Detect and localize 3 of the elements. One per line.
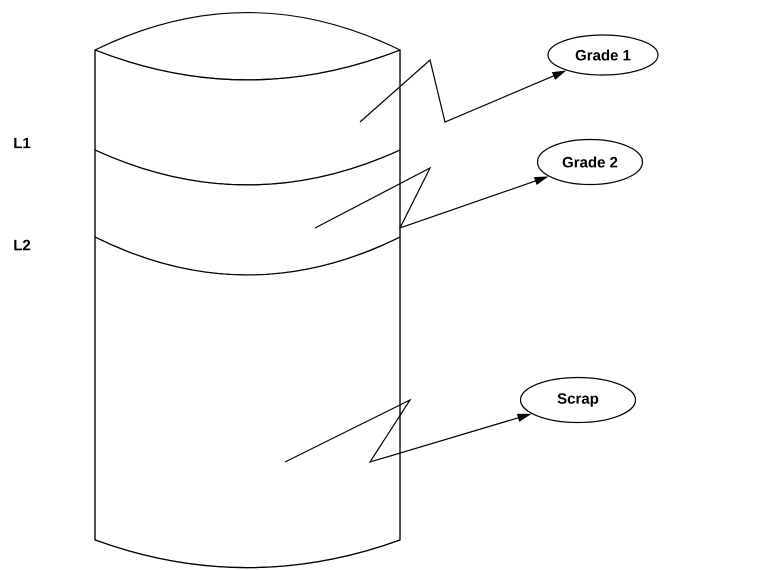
level-label: L2 [14, 240, 30, 250]
level-label: L1 [14, 138, 30, 148]
cylinder-band [94, 236, 401, 568]
